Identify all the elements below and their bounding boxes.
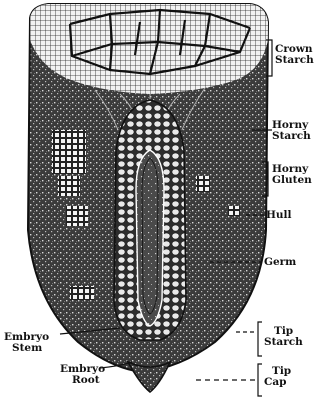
tip-cap (128, 362, 170, 392)
label-tip-cap: Tip Cap (264, 366, 291, 388)
embryo-axis (136, 150, 164, 326)
label-horny-starch: Horny Starch (272, 120, 311, 142)
label-tip-starch: Tip Starch (264, 326, 303, 348)
label-hull: Hull (266, 210, 292, 221)
gluten-patch (52, 130, 86, 174)
label-crown-starch: Crown Starch (275, 44, 314, 66)
label-embryo-root: Embryo Root (60, 364, 105, 386)
label-germ: Germ (264, 257, 296, 268)
label-horny-gluten: Horny Gluten (272, 164, 312, 186)
label-embryo-stem: Embryo Stem (4, 332, 49, 354)
